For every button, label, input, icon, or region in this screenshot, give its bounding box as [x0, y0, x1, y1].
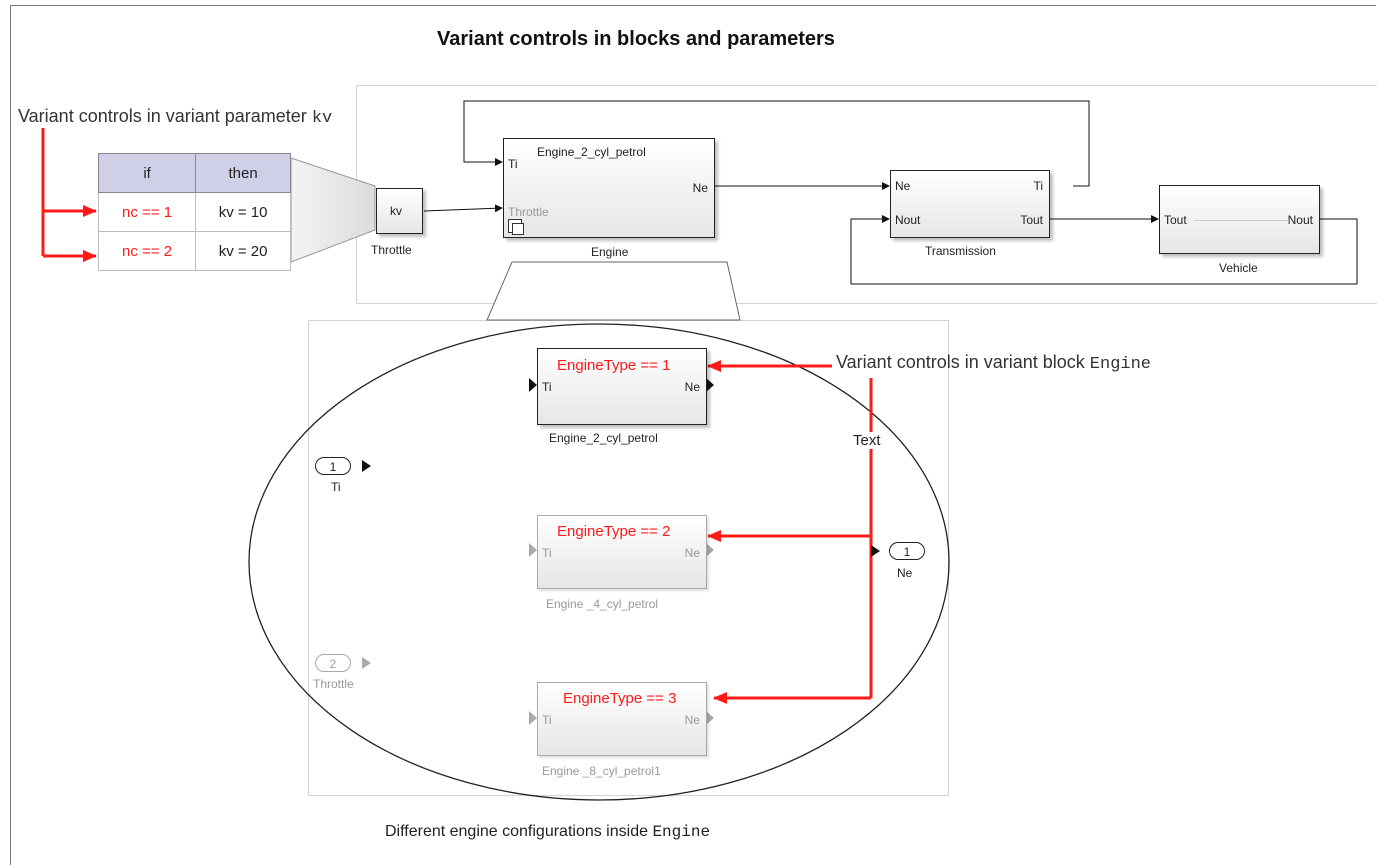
variant-condition: EngineType == 1 — [557, 357, 671, 374]
variant-port-ne: Ne — [684, 546, 700, 560]
variant-engine-8-cyl[interactable]: EngineType == 3 Ti Ne — [537, 682, 707, 756]
vehicle-block-name: Vehicle — [1219, 261, 1258, 275]
bottom-caption: Different engine configurations inside E… — [385, 823, 710, 841]
engine-port-ti: Ti — [508, 157, 518, 171]
variant-name: Engine_2_cyl_petrol — [549, 431, 658, 445]
throttle-constant-block[interactable]: kv — [376, 188, 423, 234]
canvas-frame — [10, 5, 1376, 865]
outport-ne-name: Ne — [897, 566, 913, 580]
throttle-block-content: kv — [390, 204, 402, 218]
bottom-caption-text: Different engine configurations inside — [385, 823, 653, 840]
table-cell-condition: nc == 2 — [97, 231, 197, 271]
transmission-port-tout: Tout — [1020, 213, 1043, 227]
text-label: Text — [852, 432, 882, 449]
table-cell-value: kv = 20 — [195, 231, 291, 271]
table-row: nc == 1 kv = 10 — [97, 192, 291, 232]
table-cell-value: kv = 10 — [195, 192, 291, 232]
variant-condition: EngineType == 2 — [557, 523, 671, 540]
variant-name: Engine _8_cyl_petrol1 — [542, 764, 661, 778]
inport-ti-number: 1 — [329, 460, 337, 474]
block-annotation: Variant controls in variant block Engine — [836, 352, 1151, 374]
inport-throttle[interactable]: 2 — [315, 654, 351, 672]
table-header-row: if then — [97, 153, 291, 193]
param-annotation: Variant controls in variant parameter kv — [18, 106, 332, 128]
engine-variant-subsystem[interactable]: Engine_2_cyl_petrol Ti Throttle Ne — [503, 138, 715, 238]
variant-port-ne: Ne — [684, 713, 700, 727]
block-annotation-code: Engine — [1089, 355, 1152, 374]
variant-name: Engine _4_cyl_petrol — [546, 597, 659, 611]
variant-engine-4-cyl[interactable]: EngineType == 2 Ti Ne — [537, 515, 707, 589]
diagram-title: Variant controls in blocks and parameter… — [437, 28, 835, 50]
engine-active-variant-title: Engine_2_cyl_petrol — [537, 145, 646, 159]
vehicle-block[interactable]: Tout Nout — [1159, 185, 1320, 254]
variant-badge-icon — [508, 219, 524, 235]
table-row: nc == 2 kv = 20 — [97, 231, 291, 271]
vehicle-port-tout: Tout — [1164, 213, 1187, 227]
table-header-if: if — [97, 153, 197, 193]
transmission-block[interactable]: Ne Nout Ti Tout — [890, 170, 1050, 238]
transmission-port-ti: Ti — [1033, 179, 1043, 193]
inport-throttle-number: 2 — [329, 657, 337, 671]
param-annotation-text: Variant controls in variant parameter — [18, 106, 312, 126]
param-annotation-code: kv — [311, 109, 333, 128]
variant-port-ti: Ti — [542, 546, 552, 560]
transmission-port-nout: Nout — [895, 213, 921, 227]
variant-port-ti: Ti — [542, 380, 552, 394]
inport-throttle-name: Throttle — [313, 677, 354, 691]
inport-ti[interactable]: 1 — [315, 457, 351, 475]
variant-parameter-table: if then nc == 1 kv = 10 nc == 2 kv = 20 — [97, 153, 291, 271]
table-header-then: then — [195, 153, 291, 193]
variant-port-ti: Ti — [542, 713, 552, 727]
transmission-port-ne: Ne — [895, 179, 911, 193]
transmission-block-name: Transmission — [925, 244, 996, 258]
table-cell-condition: nc == 1 — [97, 192, 197, 232]
throttle-block-name: Throttle — [371, 243, 412, 257]
block-annotation-text: Variant controls in variant block — [836, 352, 1090, 372]
bottom-caption-code: Engine — [652, 823, 711, 841]
vehicle-port-nout: Nout — [1287, 213, 1313, 227]
variant-condition: EngineType == 3 — [563, 690, 677, 707]
outport-ne[interactable]: 1 — [889, 542, 925, 560]
outport-ne-number: 1 — [903, 545, 911, 559]
variant-engine-2-cyl[interactable]: EngineType == 1 Ti Ne — [537, 348, 707, 425]
engine-block-name: Engine — [591, 245, 629, 259]
inport-ti-name: Ti — [331, 480, 341, 494]
engine-port-throttle: Throttle — [508, 205, 549, 219]
variant-port-ne: Ne — [684, 380, 700, 394]
engine-port-ne: Ne — [692, 181, 708, 195]
